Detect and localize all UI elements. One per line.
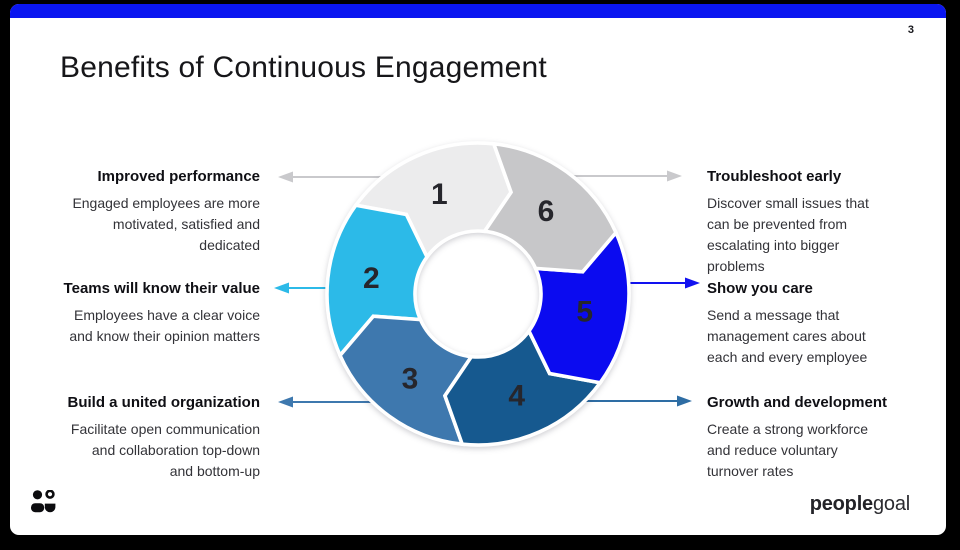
benefit-block-teams-value: Teams will know their value Employees ha… (38, 280, 260, 347)
benefit-block-troubleshoot-early: Troubleshoot early Discover small issues… (707, 168, 919, 277)
benefit-title: Growth and development (707, 394, 888, 411)
right-arrow-1 (566, 170, 682, 182)
right-arrow-2 (626, 277, 700, 289)
benefit-block-improved-performance: Improved performance Engaged employees a… (38, 168, 260, 256)
benefit-block-show-you-care: Show you care Send a message that manage… (707, 280, 919, 368)
cycle-segment-4 (442, 327, 604, 447)
cycle-segment-3 (337, 314, 475, 447)
benefit-title: Show you care (707, 280, 813, 297)
benefit-title: Improved performance (97, 168, 260, 185)
benefit-block-growth-development: Growth and development Create a strong w… (707, 394, 919, 482)
cycle-diagram: 1 2 3 4 5 6 (274, 141, 700, 447)
benefit-body: Discover small issues that can be preven… (707, 195, 869, 274)
benefit-title: Teams will know their value (63, 280, 260, 297)
benefit-title: Troubleshoot early (707, 168, 842, 185)
benefit-block-united-organization: Build a united organization Facilitate o… (38, 394, 261, 482)
segment-number-2: 2 (363, 262, 380, 295)
segment-number-1: 1 (431, 178, 448, 211)
people-icon (31, 490, 56, 513)
benefit-body: Facilitate open communication and collab… (70, 421, 260, 479)
right-arrow-3 (576, 395, 692, 407)
page-number: 3 (907, 24, 914, 36)
segment-numbers: 1 2 3 4 5 6 (363, 178, 593, 413)
segment-number-4: 4 (508, 380, 525, 413)
page-title: Benefits of Continuous Engagement (60, 51, 547, 84)
benefit-title: Build a united organization (67, 394, 261, 411)
cycle-segment-6 (481, 141, 619, 274)
benefit-body: Send a message that management cares abo… (707, 307, 868, 365)
slide: 3 Benefits of Continuous Engagement 1 2 3 4… (10, 4, 946, 535)
segment-number-6: 6 (538, 195, 555, 228)
cycle-ring (325, 141, 631, 447)
top-accent-bar (10, 4, 946, 18)
benefit-body: Employees have a clear voice and know th… (69, 307, 260, 344)
benefit-body: Create a strong workforce and reduce vol… (707, 421, 869, 479)
benefit-body: Engaged employees are more motivated, sa… (72, 195, 260, 253)
peoplegoal-logo: peoplegoal (810, 493, 910, 516)
segment-number-3: 3 (402, 363, 419, 396)
segment-number-5: 5 (576, 296, 593, 329)
logo-text-bold: people (809, 493, 873, 515)
logo-text-light: goal (872, 493, 910, 515)
